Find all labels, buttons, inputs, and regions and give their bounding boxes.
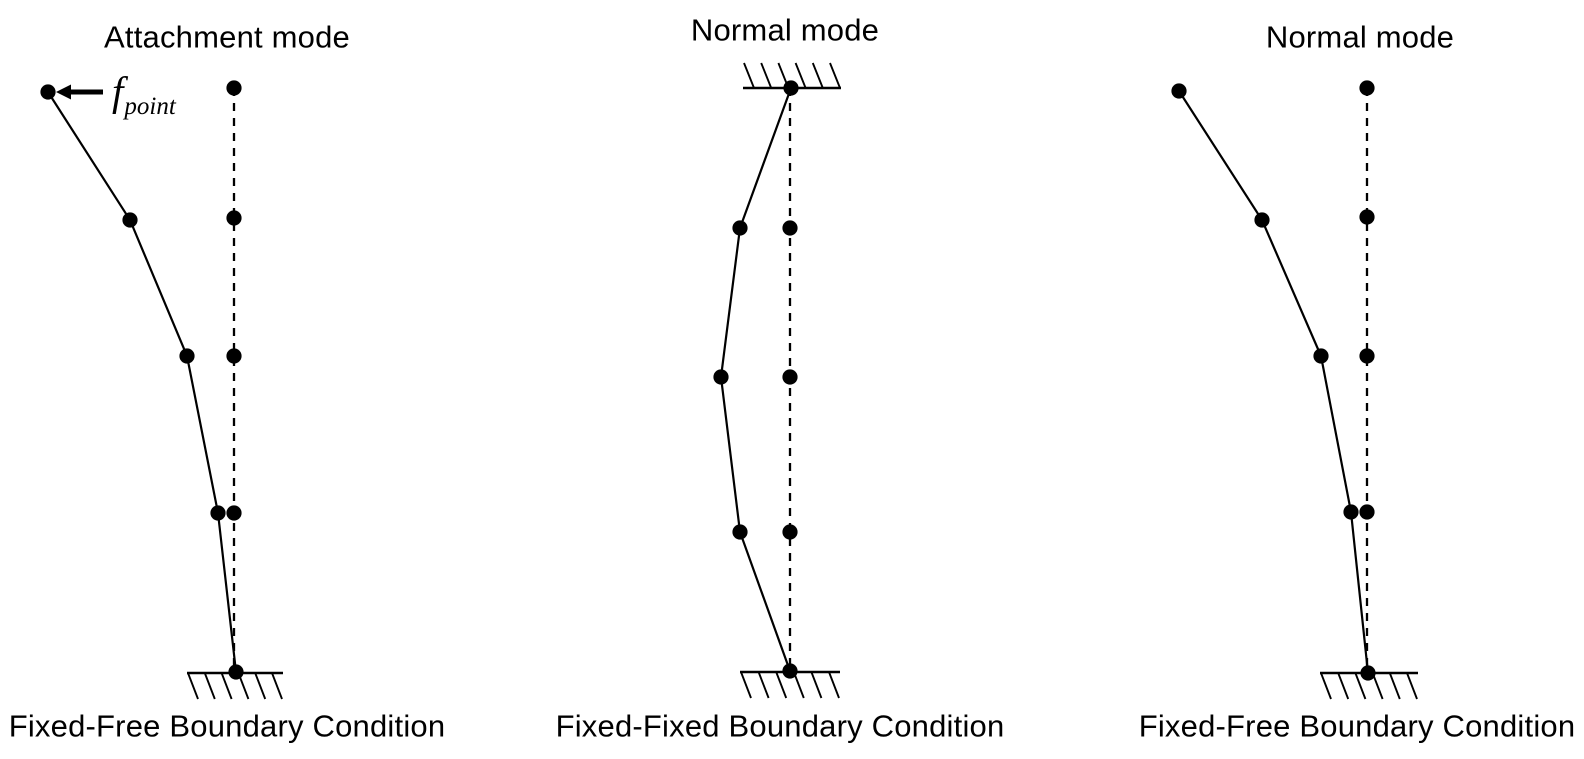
hatch-stroke bbox=[743, 62, 755, 89]
hatch-stroke bbox=[792, 671, 805, 699]
beam-polyline bbox=[719, 86, 793, 673]
hatch-stroke bbox=[1406, 672, 1418, 700]
beam-node-dot bbox=[1171, 83, 1187, 99]
hatch-stroke bbox=[794, 62, 807, 89]
hatch-stroke bbox=[760, 62, 773, 89]
fixed-support-top bbox=[743, 62, 841, 90]
hatch-stroke bbox=[829, 62, 841, 89]
reference-node-dot bbox=[226, 348, 242, 364]
beam-node-dot bbox=[179, 348, 195, 364]
reference-node-dot bbox=[1359, 348, 1375, 364]
reference-node-dot bbox=[226, 210, 242, 226]
force-symbol-f: f bbox=[112, 67, 124, 114]
hatch-stroke bbox=[254, 672, 267, 700]
reference-node-dot bbox=[782, 369, 798, 385]
beam-node-dot bbox=[783, 80, 799, 96]
hatch-stroke bbox=[775, 671, 788, 699]
panel-title-normal-mode-fixed-free: Normal mode bbox=[1265, 19, 1455, 55]
panel-diagram-2 bbox=[1171, 80, 1418, 700]
beam-node-dot bbox=[1313, 348, 1329, 364]
beam-node-dot bbox=[122, 212, 138, 228]
hatch-stroke bbox=[1337, 672, 1350, 700]
beam-node-dot bbox=[713, 369, 729, 385]
reference-node-dot bbox=[1359, 504, 1375, 520]
panel-diagram-1 bbox=[713, 62, 841, 699]
beam-polyline bbox=[46, 90, 238, 674]
hatch-stroke bbox=[1354, 672, 1367, 700]
point-force-label: fpoint bbox=[112, 67, 176, 119]
beam-node-dot bbox=[782, 663, 798, 679]
panel-title-attachment-mode: Attachment mode bbox=[104, 19, 350, 55]
beam-node-dot bbox=[40, 84, 56, 100]
hatch-stroke bbox=[1371, 672, 1384, 700]
hatch-stroke bbox=[203, 672, 216, 700]
panel-caption-fixed-fixed: Fixed-Fixed Boundary Condition bbox=[555, 708, 1005, 744]
reference-node-dot bbox=[226, 80, 242, 96]
force-subscript: point bbox=[124, 92, 176, 120]
hatch-stroke bbox=[220, 672, 233, 700]
reference-node-dot bbox=[1359, 80, 1375, 96]
reference-node-dot bbox=[782, 524, 798, 540]
hatch-stroke bbox=[810, 671, 823, 699]
hatch-stroke bbox=[187, 672, 199, 700]
hatch-stroke bbox=[1388, 672, 1401, 700]
hatch-stroke bbox=[811, 62, 824, 89]
reference-node-dot bbox=[226, 505, 242, 521]
hatch-stroke bbox=[740, 671, 752, 699]
force-arrow-head bbox=[56, 84, 71, 100]
panel-caption-fixed-free-2: Fixed-Free Boundary Condition bbox=[1138, 708, 1576, 744]
hatch-stroke bbox=[828, 671, 840, 699]
panel-caption-fixed-free: Fixed-Free Boundary Condition bbox=[8, 708, 446, 744]
beam-node-dot bbox=[732, 524, 748, 540]
reference-node-dot bbox=[1359, 209, 1375, 225]
hatch-stroke bbox=[757, 671, 770, 699]
beam-polyline bbox=[1177, 89, 1370, 675]
beam-node-dot bbox=[228, 664, 244, 680]
beam-node-dot bbox=[210, 505, 226, 521]
reference-node-dot bbox=[782, 220, 798, 236]
beam-node-dot bbox=[1254, 212, 1270, 228]
point-force-arrow bbox=[56, 84, 103, 100]
panel-title-normal-mode-fixed-fixed: Normal mode bbox=[690, 12, 880, 48]
beam-node-dot bbox=[732, 220, 748, 236]
panel-diagram-0 bbox=[40, 80, 283, 700]
hatch-stroke bbox=[271, 672, 283, 700]
beam-node-dot bbox=[1343, 504, 1359, 520]
beam-node-dot bbox=[1360, 665, 1376, 681]
hatch-stroke bbox=[1320, 672, 1332, 700]
